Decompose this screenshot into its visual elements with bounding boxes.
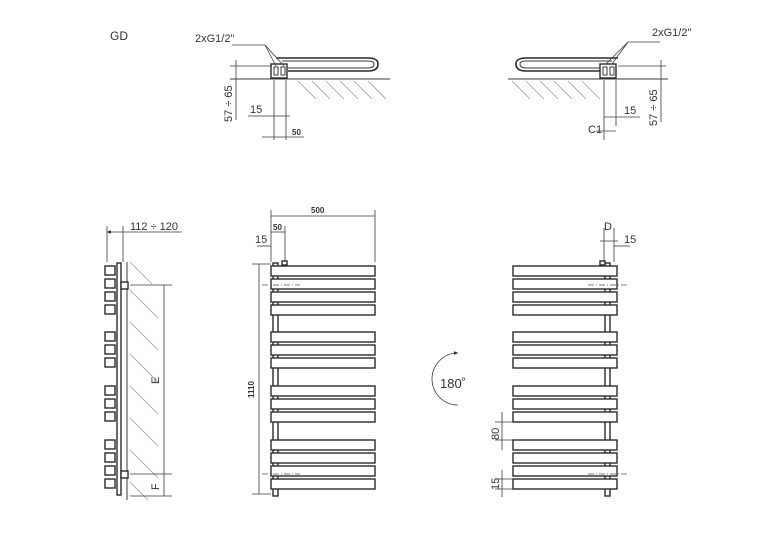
offset-label: 15	[624, 105, 636, 117]
height-range-label: 57 ÷ 65	[223, 85, 235, 122]
front-bars	[270, 265, 376, 490]
model-code: GD	[110, 29, 128, 43]
valve-port-b	[609, 66, 615, 76]
connection-label: 2xG1/2"	[652, 27, 691, 39]
rotation-label: 180˚	[440, 376, 466, 391]
side-view: 112 ÷ 120	[104, 221, 182, 501]
depth-range-label: 112 ÷ 120	[130, 221, 178, 233]
bottom-offset-label: 15	[490, 478, 502, 490]
rotation-arrow-icon	[431, 351, 459, 406]
rotation-indicator: 180˚	[431, 351, 466, 406]
height-range-label: 57 ÷ 65	[648, 89, 660, 126]
top-right-plan-view: 2xG1/2" 57 ÷ 65 15 C1	[508, 27, 691, 140]
offset-label: 15	[624, 234, 636, 246]
top-left-plan-view: 2xG1/2" 57 ÷ 65 15 50	[195, 33, 390, 140]
height-label: 1110	[247, 381, 256, 398]
side-bars	[104, 265, 116, 489]
lower-bracket	[120, 470, 129, 479]
spacing-label: 50	[273, 223, 282, 232]
dimension-e-label: E	[150, 377, 162, 384]
upper-bracket	[120, 281, 129, 290]
rail-outline	[276, 57, 379, 72]
spacing-label: 50	[292, 128, 301, 137]
collector	[272, 262, 279, 497]
mirror-front-view: D 15 80 15	[490, 221, 636, 497]
offset-label: 15	[250, 104, 262, 116]
rail-outline	[515, 57, 618, 72]
valve-port-b	[280, 66, 286, 76]
wall-hatch	[297, 80, 387, 100]
top-valve	[599, 260, 606, 266]
valve-port-a	[273, 66, 279, 76]
d-label: D	[604, 221, 612, 233]
offset-label: 15	[255, 234, 267, 246]
rail-inner	[519, 60, 612, 69]
top-valve	[281, 260, 288, 266]
front-view: 500 50 15 1110	[247, 206, 376, 497]
dimension-f-label: F	[150, 483, 162, 490]
mirror-bars	[512, 265, 618, 490]
connection-label: 2xG1/2"	[195, 33, 234, 45]
collector	[116, 262, 122, 496]
wall-hatch	[129, 261, 159, 501]
gap-label: 80	[490, 428, 502, 440]
c1-label: C1	[588, 124, 602, 136]
valve-port-a	[602, 66, 608, 76]
width-label: 500	[311, 206, 325, 215]
rail-inner	[282, 60, 375, 69]
collector	[604, 262, 611, 497]
wall-hatch	[511, 80, 601, 100]
